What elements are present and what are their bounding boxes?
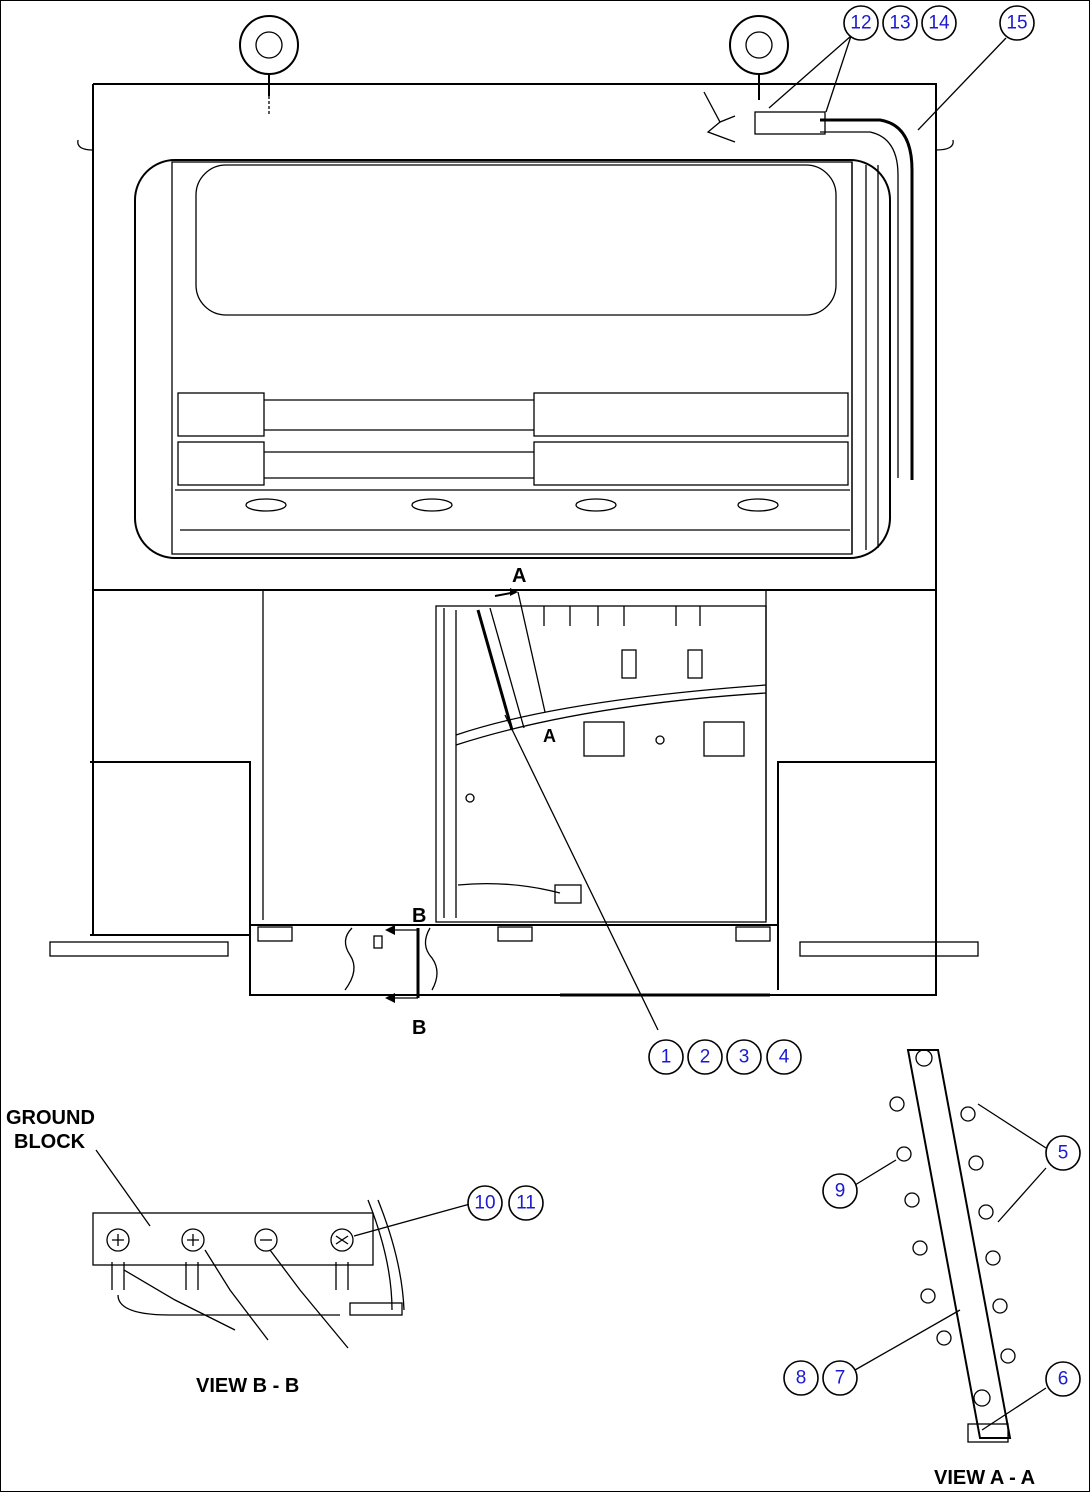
callout-13: 13 xyxy=(882,5,918,41)
callout-2: 2 xyxy=(687,1039,723,1075)
callout-11: 11 xyxy=(508,1185,544,1221)
view-b-label: VIEW B - B xyxy=(196,1375,299,1397)
callout-1: 1 xyxy=(648,1039,684,1075)
callout-15: 15 xyxy=(999,5,1035,41)
section-mark-b-top: B xyxy=(412,905,426,927)
svg-text:7: 7 xyxy=(835,1368,846,1389)
svg-text:13: 13 xyxy=(889,13,910,34)
svg-text:12: 12 xyxy=(850,13,871,34)
svg-text:9: 9 xyxy=(835,1181,846,1202)
callout-3: 3 xyxy=(726,1039,762,1075)
svg-text:5: 5 xyxy=(1058,1143,1069,1164)
leader-lines xyxy=(504,35,1007,1031)
svg-text:14: 14 xyxy=(928,13,950,34)
section-mark-a-bottom: A xyxy=(543,726,556,746)
callout-7: 7 xyxy=(822,1360,858,1396)
callout-6: 6 xyxy=(1045,1361,1081,1397)
view-a-label: VIEW A - A xyxy=(934,1467,1035,1489)
callout-9: 9 xyxy=(822,1173,858,1209)
lifting-eye-right xyxy=(729,15,789,100)
svg-text:15: 15 xyxy=(1006,13,1027,34)
svg-text:11: 11 xyxy=(516,1193,536,1214)
svg-text:1: 1 xyxy=(661,1047,672,1068)
callout-8: 8 xyxy=(783,1360,819,1396)
callout-5: 5 xyxy=(1045,1135,1081,1171)
view-b-b xyxy=(92,1149,471,1349)
svg-text:4: 4 xyxy=(779,1047,790,1068)
callout-4: 4 xyxy=(766,1039,802,1075)
section-mark-a-top: A xyxy=(512,565,526,587)
svg-text:8: 8 xyxy=(796,1368,807,1389)
callout-12: 12 xyxy=(843,5,879,41)
svg-text:6: 6 xyxy=(1058,1369,1069,1390)
svg-text:2: 2 xyxy=(700,1047,711,1068)
cab-assembly xyxy=(49,15,979,1003)
callout-10: 10 xyxy=(467,1185,503,1221)
svg-text:3: 3 xyxy=(739,1047,750,1068)
view-a-a xyxy=(854,1049,1047,1443)
ground-block-label: GROUND BLOCK xyxy=(6,1107,100,1153)
callout-14: 14 xyxy=(921,5,957,41)
section-mark-b-bottom: B xyxy=(412,1017,426,1039)
svg-text:10: 10 xyxy=(474,1193,495,1214)
